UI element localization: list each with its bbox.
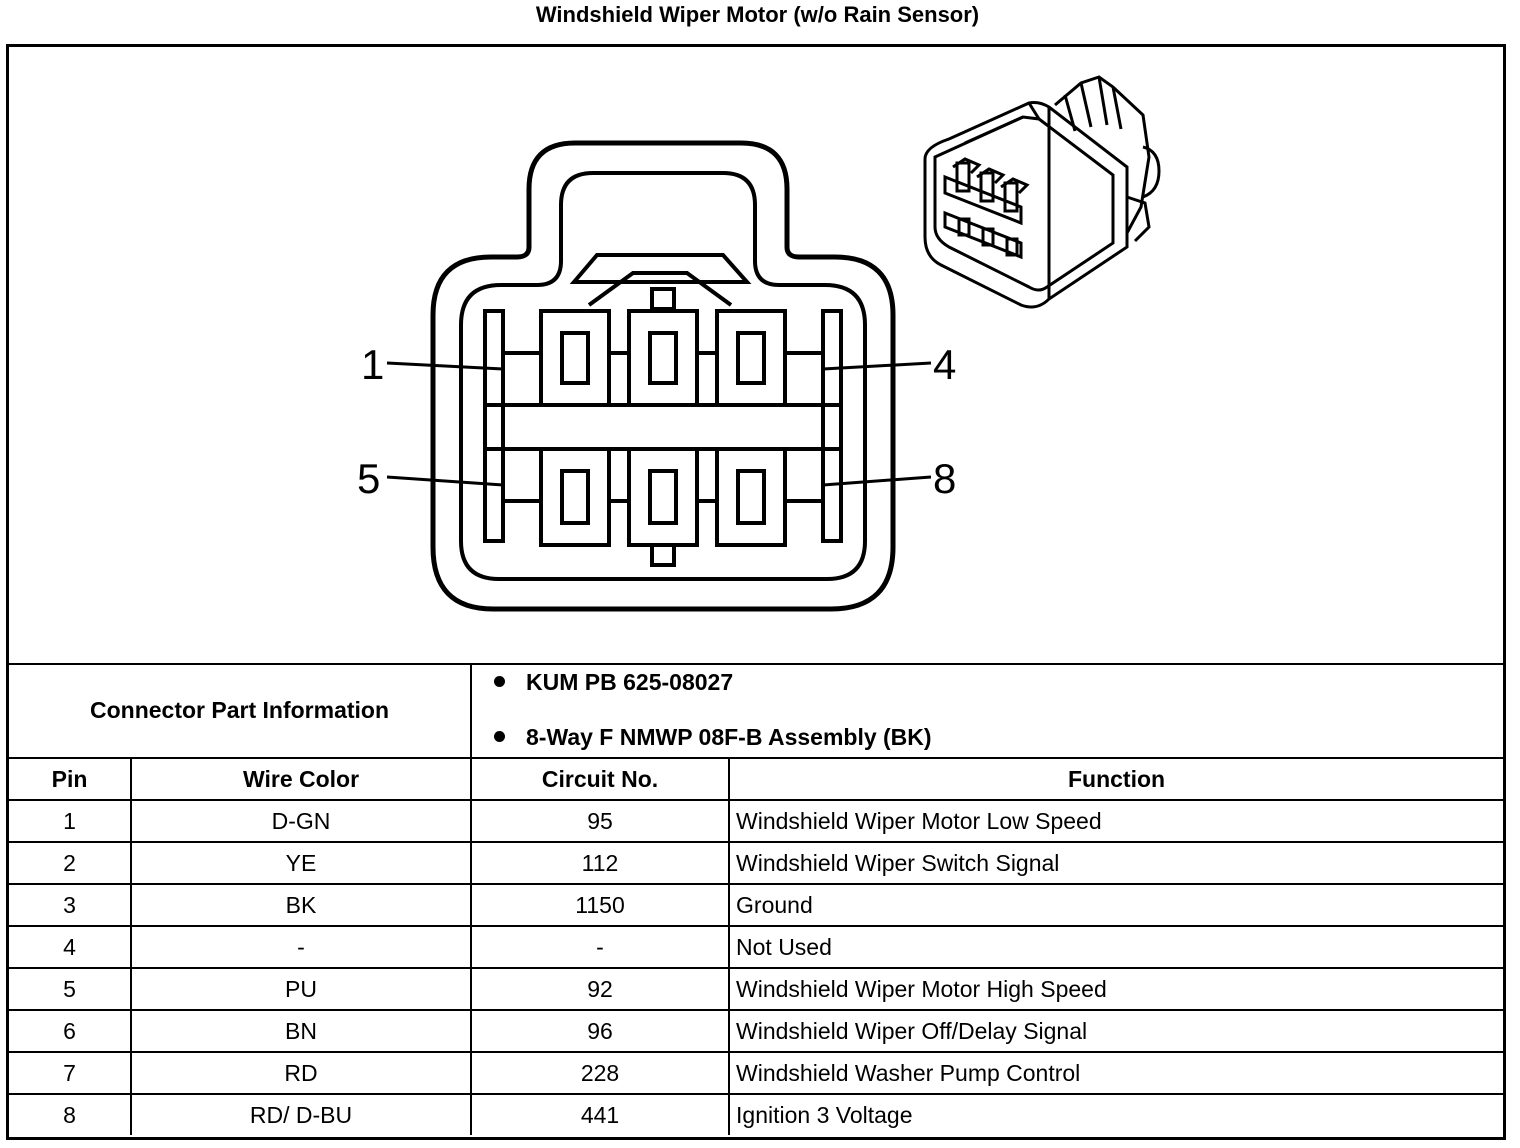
connector-isometric-view <box>923 75 1161 309</box>
connector-part-number: KUM PB 625-08027 <box>526 669 734 695</box>
connector-info-item: KUM PB 625-08027 <box>494 669 1503 696</box>
pin-8-leader <box>822 475 932 487</box>
cell-wire-color: YE <box>129 841 473 885</box>
cell-wire-color: RD <box>129 1051 473 1095</box>
pin-label-5: 5 <box>357 455 380 502</box>
cell-function: Ignition 3 Voltage <box>728 1093 1504 1135</box>
cell-circuit: 96 <box>470 1009 731 1053</box>
cell-pin: 7 <box>9 1051 132 1095</box>
pinout-table: Connector Part Information KUM PB 625-08… <box>9 663 1504 1135</box>
terminal-cavity-top-left <box>539 309 611 407</box>
terminal-cavity-bottom-right <box>715 447 787 547</box>
cell-circuit: 112 <box>470 841 731 885</box>
cell-wire-color: RD/ D-BU <box>129 1093 473 1135</box>
connector-info-label: Connector Part Information <box>9 663 473 759</box>
cell-function: Windshield Wiper Off/Delay Signal <box>728 1009 1504 1053</box>
terminal-cavity-bottom-left <box>539 447 611 547</box>
cell-circuit: - <box>470 925 731 969</box>
terminal-cavity-top-right <box>715 309 787 407</box>
cell-function: Windshield Washer Pump Control <box>728 1051 1504 1095</box>
cell-pin: 8 <box>9 1093 132 1135</box>
cell-circuit: 228 <box>470 1051 731 1095</box>
header-pin: Pin <box>9 757 132 801</box>
pin-4-leader <box>822 361 932 371</box>
cell-pin: 1 <box>9 799 132 843</box>
table-row: 7 RD 228 Windshield Washer Pump Control <box>9 1051 1504 1095</box>
cell-function: Windshield Wiper Switch Signal <box>728 841 1504 885</box>
pin-label-4: 4 <box>933 341 956 388</box>
table-row: 8 RD/ D-BU 441 Ignition 3 Voltage <box>9 1093 1504 1135</box>
connector-diagram: 1 4 5 8 <box>9 47 1503 665</box>
bullet-icon <box>494 731 506 743</box>
connector-frame: 1 4 5 8 <box>6 44 1506 1140</box>
pin-1-leader <box>386 361 504 371</box>
terminal-cavity-top-center <box>627 309 699 407</box>
cell-pin: 2 <box>9 841 132 885</box>
cell-circuit: 92 <box>470 967 731 1011</box>
cell-function: Windshield Wiper Motor Low Speed <box>728 799 1504 843</box>
bottom-key <box>650 543 676 567</box>
cell-pin: 4 <box>9 925 132 969</box>
cell-pin: 5 <box>9 967 132 1011</box>
connector-latch <box>569 253 752 284</box>
header-function: Function <box>728 757 1504 801</box>
right-post <box>821 309 843 543</box>
connector-info-item: 8-Way F NMWP 08F-B Assembly (BK) <box>494 724 1503 751</box>
header-wire-color: Wire Color <box>129 757 473 801</box>
terminal-cavity-bottom-center <box>627 447 699 547</box>
connector-info-row: Connector Part Information KUM PB 625-08… <box>9 663 1504 759</box>
center-divider <box>483 403 843 451</box>
cell-pin: 6 <box>9 1009 132 1053</box>
cell-circuit: 1150 <box>470 883 731 927</box>
connector-housing-inner <box>459 171 867 581</box>
cell-function: Windshield Wiper Motor High Speed <box>728 967 1504 1011</box>
page-title: Windshield Wiper Motor (w/o Rain Sensor) <box>535 2 980 27</box>
cell-wire-color: BN <box>129 1009 473 1053</box>
cell-function: Not Used <box>728 925 1504 969</box>
cell-function: Ground <box>728 883 1504 927</box>
cell-wire-color: D-GN <box>129 799 473 843</box>
pin-label-8: 8 <box>933 455 956 502</box>
cell-pin: 3 <box>9 883 132 927</box>
connector-face-drawing: 1 4 5 8 <box>357 75 1161 612</box>
table-row: 1 D-GN 95 Windshield Wiper Motor Low Spe… <box>9 799 1504 843</box>
table-header-row: Pin Wire Color Circuit No. Function <box>9 757 1504 801</box>
pin-label-1: 1 <box>361 341 384 388</box>
table-row: 2 YE 112 Windshield Wiper Switch Signal <box>9 841 1504 885</box>
header-circuit: Circuit No. <box>470 757 731 801</box>
table-row: 3 BK 1150 Ground <box>9 883 1504 927</box>
cell-circuit: 95 <box>470 799 731 843</box>
cell-wire-color: PU <box>129 967 473 1011</box>
connector-housing-outer <box>430 140 896 612</box>
connector-info-values: KUM PB 625-08027 8-Way F NMWP 08F-B Asse… <box>470 663 1504 759</box>
connector-assembly: 8-Way F NMWP 08F-B Assembly (BK) <box>526 724 932 750</box>
table-row: 4 - - Not Used <box>9 925 1504 969</box>
cell-circuit: 441 <box>470 1093 731 1135</box>
bullet-icon <box>494 676 506 688</box>
table-row: 6 BN 96 Windshield Wiper Off/Delay Signa… <box>9 1009 1504 1053</box>
left-post <box>483 309 505 543</box>
pin-5-leader <box>386 475 504 487</box>
table-row: 5 PU 92 Windshield Wiper Motor High Spee… <box>9 967 1504 1011</box>
top-key <box>650 287 676 311</box>
latch-leg <box>587 271 733 307</box>
cell-wire-color: BK <box>129 883 473 927</box>
cell-wire-color: - <box>129 925 473 969</box>
